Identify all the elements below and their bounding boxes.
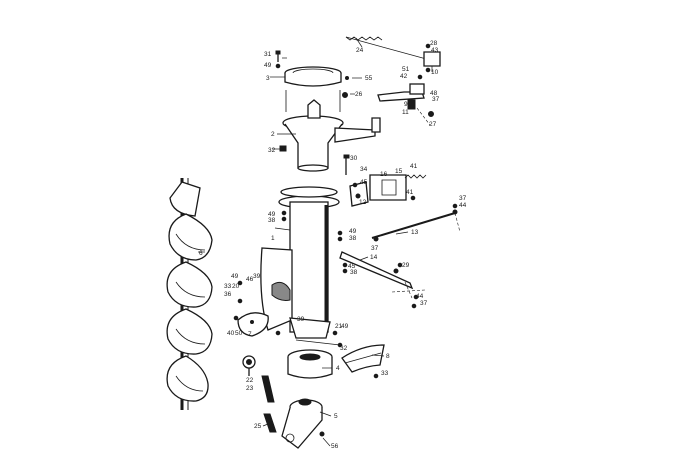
label-5: 5 <box>334 413 338 420</box>
chain-25 <box>263 413 277 433</box>
label-37c: 37 <box>371 245 379 252</box>
label-44b: 44 <box>416 293 424 300</box>
chain-23 <box>261 375 275 403</box>
label-33b: 33 <box>381 370 389 377</box>
label-49c: 49 <box>349 228 357 235</box>
rod-13 <box>371 209 461 242</box>
bolt-32 <box>279 145 287 152</box>
part-labels: 2 3 1 4 5 7 8 9 10 11 12 13 14 15 16 20 … <box>224 40 467 450</box>
label-44a: 44 <box>459 202 467 209</box>
label-49a: 49 <box>264 62 272 69</box>
label-25: 25 <box>254 423 262 430</box>
label-37a: 37 <box>432 96 440 103</box>
lever-arm-14 <box>339 251 426 299</box>
label-24: 24 <box>356 47 364 54</box>
label-1: 1 <box>271 235 275 242</box>
label-49d: 49 <box>341 323 349 330</box>
upper-collar <box>270 66 342 112</box>
chute-guard <box>341 344 385 373</box>
label-40: 40 <box>227 330 235 337</box>
label-26: 26 <box>355 91 363 98</box>
label-49e: 49 <box>231 273 239 280</box>
label-41: 41 <box>410 163 418 170</box>
label-33: 33 <box>224 283 232 290</box>
label-45b: 45 <box>348 263 356 270</box>
label-36: 36 <box>224 291 232 298</box>
tension-spring <box>345 36 431 61</box>
main-tube <box>260 195 341 346</box>
fasteners <box>233 43 458 437</box>
bolt-26 <box>342 92 348 98</box>
label-49b: 49 <box>268 211 276 218</box>
label-37d: 37 <box>420 300 428 307</box>
bearing-housing <box>287 349 333 379</box>
label-21b: 21 <box>335 323 343 330</box>
label-2: 2 <box>271 131 275 138</box>
label-32: 32 <box>268 147 276 154</box>
label-4: 4 <box>336 365 340 372</box>
bracket-10 <box>423 51 441 72</box>
head-section <box>277 99 381 172</box>
plate-bracket <box>349 174 407 207</box>
label-30: 30 <box>350 155 358 162</box>
label-23: 23 <box>246 385 254 392</box>
spring-41 <box>404 174 427 179</box>
label-55: 55 <box>365 75 373 82</box>
label-27: 27 <box>429 121 437 128</box>
label-51: 51 <box>402 66 410 73</box>
label-56: 56 <box>331 443 339 450</box>
bolt-30 <box>343 154 350 175</box>
label-9: 9 <box>404 101 408 108</box>
label-42: 42 <box>400 73 408 80</box>
label-20: 20 <box>232 283 240 290</box>
label-38a: 38 <box>268 217 276 224</box>
label-3: 3 <box>266 75 270 82</box>
label-39a: 39 <box>253 273 261 280</box>
label-29: 29 <box>402 262 410 269</box>
leader-lines <box>262 37 409 447</box>
label-8: 8 <box>386 353 390 360</box>
label-12: 12 <box>359 199 367 206</box>
label-41b: 41 <box>406 189 414 196</box>
label-16: 16 <box>380 171 388 178</box>
label-38c: 38 <box>350 269 358 276</box>
label-43: 43 <box>431 47 439 54</box>
access-plate <box>237 312 269 337</box>
label-28: 28 <box>430 40 438 47</box>
label-48: 48 <box>430 90 438 97</box>
label-10: 10 <box>431 69 439 76</box>
lever-assembly <box>377 83 434 126</box>
label-15: 15 <box>395 168 403 175</box>
label-13: 13 <box>411 229 419 236</box>
knob-22 <box>242 355 256 376</box>
label-34: 34 <box>360 166 368 173</box>
label-39b: 39 <box>297 316 305 323</box>
label-11: 11 <box>402 109 409 116</box>
label-38b: 38 <box>349 235 357 242</box>
label-7: 7 <box>248 331 252 338</box>
label-22: 22 <box>246 377 254 384</box>
label-37b: 37 <box>459 195 467 202</box>
clamp-ring <box>280 186 338 198</box>
label-6: 6 <box>199 250 203 257</box>
gear-head <box>281 398 323 449</box>
label-45a: 45 <box>360 179 368 186</box>
label-14: 14 <box>370 254 378 261</box>
bolt-31 <box>275 50 281 69</box>
label-50: 50 <box>235 330 243 337</box>
auger-screw <box>166 178 213 410</box>
label-46: 46 <box>246 276 254 283</box>
label-32b: 32 <box>340 345 348 352</box>
label-31: 31 <box>264 51 272 58</box>
